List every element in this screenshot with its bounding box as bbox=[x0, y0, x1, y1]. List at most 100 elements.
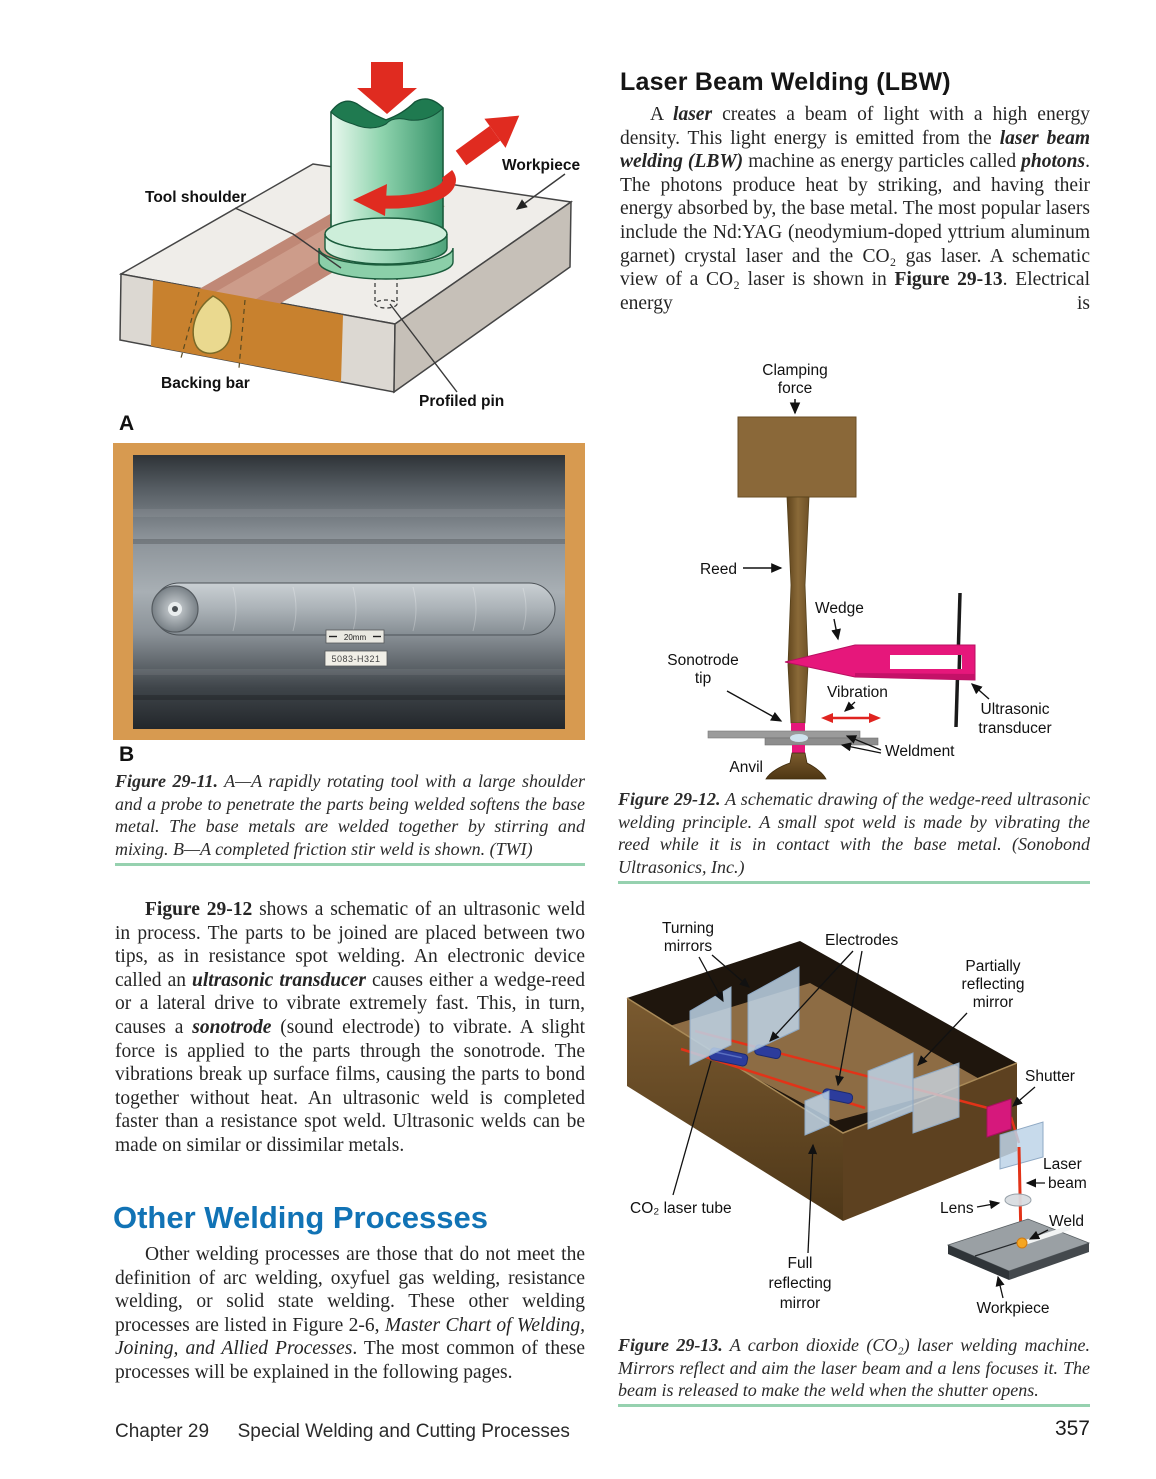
laser-beam-label-line1: Laser bbox=[1043, 1156, 1082, 1173]
turning-mirrors-label-line2: mirrors bbox=[664, 938, 712, 955]
caption-text: A schematic drawing of the wedge-reed ul… bbox=[618, 789, 1090, 877]
travel-direction-arrow bbox=[455, 115, 520, 166]
weldment-label: Weldment bbox=[885, 743, 955, 760]
caption-divider bbox=[115, 863, 585, 866]
figure-29-12-reference: Figure 29-12 bbox=[145, 899, 253, 920]
vibration-label: Vibration bbox=[827, 684, 888, 701]
caption-text: A carbon dioxide (CO₂) laser welding mac… bbox=[618, 1335, 1090, 1400]
caption-divider bbox=[618, 881, 1090, 884]
workpiece-plate bbox=[946, 1218, 1091, 1280]
turning-mirrors-leader-1 bbox=[698, 956, 724, 1003]
page-number: 357 bbox=[1054, 1417, 1090, 1440]
term-ultrasonic-transducer: ultrasonic transducer bbox=[192, 969, 366, 991]
clamping-force-label-line2: force bbox=[778, 380, 812, 397]
reed bbox=[786, 496, 810, 724]
heading-other-welding-processes: Other Welding Processes bbox=[113, 1200, 488, 1235]
clamping-force-label-line1: Clamping bbox=[762, 362, 827, 379]
outer-left-wall bbox=[627, 998, 843, 1221]
workpiece-leader bbox=[515, 173, 566, 210]
anvil bbox=[765, 752, 827, 780]
term-sonotrode: sonotrode bbox=[192, 1016, 272, 1038]
rotation-arrow bbox=[353, 169, 456, 216]
wedge-horn bbox=[784, 644, 976, 681]
full-reflecting-leader bbox=[807, 1143, 818, 1254]
sonotrode-tip bbox=[791, 723, 805, 732]
weld-label: Weld bbox=[1049, 1213, 1084, 1230]
profiled-pin-leader bbox=[389, 303, 458, 393]
wedge-leader bbox=[831, 618, 841, 641]
workpiece-label: Workpiece bbox=[502, 157, 580, 174]
term-laser: laser bbox=[673, 104, 713, 125]
caption-label: Figure 29-12. bbox=[618, 789, 721, 809]
weld-seam bbox=[1019, 1226, 1073, 1245]
turning-mirrors-leader-2 bbox=[711, 954, 750, 988]
clamping-block bbox=[737, 416, 857, 498]
exit-mirror bbox=[999, 1121, 1044, 1170]
caption-label: Figure 29-13. bbox=[618, 1335, 723, 1355]
sonotrode-tip-label-line1: Sonotrode bbox=[667, 652, 739, 669]
full-reflecting-label-line2: reflecting bbox=[769, 1275, 832, 1292]
anvil-label: Anvil bbox=[729, 759, 763, 776]
wedge-label: Wedge bbox=[815, 600, 864, 617]
turning-mirror-2 bbox=[747, 966, 800, 1054]
wedge-slot bbox=[890, 655, 962, 669]
weld-nugget bbox=[192, 295, 233, 355]
shutter bbox=[986, 1098, 1012, 1138]
ultrasonic-transducer-leader bbox=[970, 683, 990, 700]
caption-figure-29-13: Figure 29-13. A carbon dioxide (CO₂) las… bbox=[618, 1334, 1090, 1402]
tool-shoulder-disc bbox=[324, 233, 448, 265]
outer-right-wall bbox=[843, 1063, 1017, 1221]
lens bbox=[1004, 1193, 1032, 1207]
ultrasonic-transducer-label-line2: transducer bbox=[978, 720, 1051, 737]
caption-divider bbox=[618, 1404, 1090, 1407]
weld-leader bbox=[1028, 1229, 1049, 1240]
partially-reflecting-leader bbox=[917, 1012, 968, 1066]
electrodes-label: Electrodes bbox=[825, 932, 898, 949]
partially-reflecting-label-line3: mirror bbox=[973, 994, 1013, 1011]
lens-leader bbox=[976, 1200, 1001, 1210]
term-master-chart: Master Chart of Welding, Joining, and Al… bbox=[115, 1314, 585, 1360]
backing-bar-label: Backing bar bbox=[161, 375, 250, 392]
ultrasonic-transducer-label-line1: Ultrasonic bbox=[981, 701, 1050, 718]
heading-laser-beam-welding: Laser Beam Welding (LBW) bbox=[620, 68, 951, 96]
page-footer: Chapter 29 Special Welding and Cutting P… bbox=[115, 1421, 570, 1443]
partially-reflecting-label-line2: reflecting bbox=[962, 976, 1025, 993]
shutter-label: Shutter bbox=[1025, 1068, 1075, 1085]
footer-chapter: Chapter 29 bbox=[115, 1421, 210, 1442]
caption-figure-29-11: Figure 29-11. A—A rapidly rotating tool … bbox=[115, 770, 585, 860]
reed-label: Reed bbox=[700, 561, 737, 578]
laser-beam-label-line2: beam bbox=[1048, 1175, 1087, 1192]
backing-bar-band bbox=[151, 280, 343, 382]
specimen-id-plate: 5083-H321 bbox=[324, 650, 388, 667]
weldment-plates bbox=[707, 730, 879, 746]
figure-29-13-co2-laser-diagram: Turning mirrors Electrodes Partially ref… bbox=[626, 920, 1091, 1317]
vibration-arrow bbox=[821, 713, 881, 723]
electrodes-leader-2 bbox=[835, 950, 863, 1087]
workpiece-leader bbox=[995, 1275, 1005, 1299]
electrodes-leader-1 bbox=[769, 950, 854, 1042]
scale-bar: 20mm bbox=[325, 629, 385, 644]
lens-label: Lens bbox=[940, 1200, 974, 1217]
tool-shoulder-leader bbox=[234, 207, 342, 269]
spot-weld-nugget bbox=[790, 734, 808, 742]
footer-title: Special Welding and Cutting Processes bbox=[237, 1421, 570, 1442]
full-reflecting-label-line3: mirror bbox=[780, 1295, 820, 1312]
co2-laser-tube-label: CO₂ laser tube bbox=[630, 1200, 732, 1217]
caption-label: Figure 29-11. bbox=[115, 771, 219, 791]
term-photons: photons bbox=[1021, 151, 1086, 173]
weldment-leader-1 bbox=[845, 735, 882, 751]
full-reflecting-label-line1: Full bbox=[788, 1255, 813, 1272]
anvil-tip bbox=[792, 745, 805, 753]
workpiece-label: Workpiece bbox=[977, 1300, 1050, 1317]
scale-label: 20mm bbox=[344, 633, 367, 642]
caption-text: A—A rapidly rotating tool with a large s… bbox=[115, 771, 585, 859]
vibration-leader bbox=[844, 701, 856, 712]
turning-mirrors-label-line1: Turning bbox=[662, 920, 714, 937]
rotating-tool bbox=[318, 98, 454, 280]
other-welding-paragraph: Other welding processes are those that d… bbox=[115, 1244, 585, 1383]
figure-b-tag: B bbox=[119, 743, 134, 765]
tool-shoulder-label: Tool shoulder bbox=[145, 189, 246, 206]
co2-laser-tube-leader bbox=[672, 1060, 712, 1196]
figure-29-12-wedge-reed-schematic: Clamping force Reed Wedge Vibration Sono… bbox=[667, 362, 1052, 780]
specimen-id-label: 5083-H321 bbox=[331, 654, 380, 664]
